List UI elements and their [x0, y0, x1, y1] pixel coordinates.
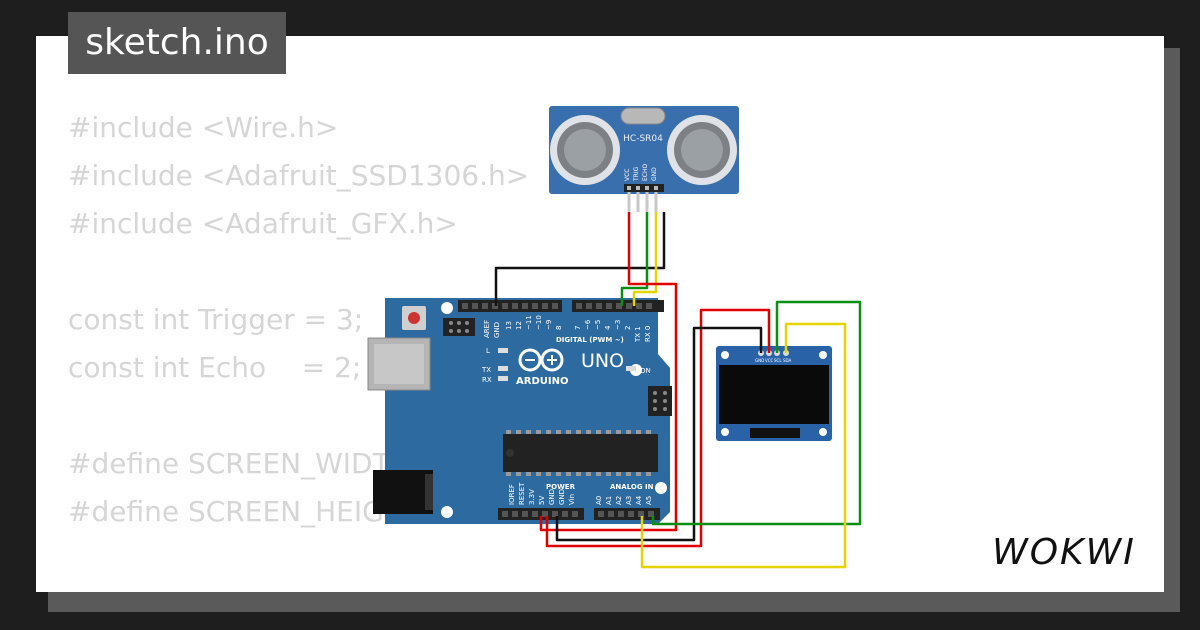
digital-pin-label: 7 [574, 326, 582, 330]
analog-pin-label: A2 [615, 496, 623, 505]
led-rx-label: RX [482, 376, 492, 384]
power-jack-icon [373, 470, 433, 514]
digital-pin-label: ~6 [584, 319, 592, 330]
digital-pin-label: RX 0 [644, 326, 652, 342]
wire-vcc-oled-top [699, 308, 771, 353]
sensor-pin-label: TRIG [633, 166, 640, 182]
gnd-label: GND [493, 322, 501, 338]
sensor-pin-label: ECHO [642, 164, 649, 181]
reset-button[interactable] [402, 306, 426, 330]
aref-label: AREF [483, 320, 491, 338]
transducer-right-icon [667, 115, 737, 185]
digital-pin-label: ~5 [594, 320, 602, 330]
power-pin-label: IOREF [508, 484, 516, 505]
ultrasonic-sensor[interactable]: HC-SR04 VCC TRIG ECHO GND [549, 106, 739, 194]
wire-scl-oled [651, 300, 862, 526]
code-line: #include <Wire.h> [68, 111, 339, 144]
sensor-pin-legs [627, 192, 658, 212]
file-tab[interactable]: sketch.ino [68, 12, 286, 74]
board-model-label: UNO [581, 350, 624, 372]
code-line: const int Echo = 2; [68, 351, 362, 384]
analog-pin-label: A4 [635, 495, 643, 505]
digital-pin-label: 13 [505, 321, 513, 330]
icsp-header [443, 318, 475, 336]
wires [494, 212, 862, 569]
wire-trig-sensor [620, 212, 649, 306]
power-pin-label: 5V [538, 496, 546, 505]
power-pin-label: 3.3V [528, 489, 536, 505]
code-line: #include <Adafruit_SSD1306.h> [68, 159, 530, 192]
icsp2-header [648, 386, 672, 416]
digital-pin-label: ~10 [535, 315, 543, 330]
arduino-uno-board[interactable]: AREF GND 13 12 ~11 ~10 ~9 8 7 ~6 ~5 4 ~3… [367, 298, 672, 524]
sensor-pin-label: GND [651, 167, 658, 181]
power-section-label: POWER [546, 483, 576, 491]
oled-pin-label: VCC [765, 358, 774, 363]
analog-pin-label: A0 [595, 496, 603, 505]
oled-pin-label: SDA [783, 358, 792, 363]
code-line: Adafruit_SSD1306 display = Adafruit_SSD1… [68, 584, 1012, 592]
sensor-model-label: HC-SR04 [623, 134, 663, 144]
wire-echo-sensor [632, 212, 658, 306]
analog-pin-label: A5 [645, 496, 653, 505]
wire-vcc-sensor [539, 212, 678, 532]
digital-pin-label: 12 [515, 321, 523, 330]
board-brand-label: ARDUINO [516, 376, 568, 387]
digital-pin-label: ~11 [525, 315, 533, 330]
oled-pin-label: SCL [774, 358, 782, 363]
wokwi-logo: WOKWI [992, 532, 1136, 573]
wire-gnd-sensor [494, 212, 666, 306]
transducer-left-icon [550, 115, 620, 185]
wire-gnd-oled [555, 326, 763, 542]
digital-section-label: DIGITAL (PWM ~) [556, 336, 624, 344]
digital-pin-label: 2 [624, 326, 632, 330]
digital-pin-label: ~9 [545, 320, 553, 330]
oled-pin-label: GND [755, 358, 764, 363]
power-analog-header [498, 508, 660, 520]
digital-pin-label: 8 [555, 326, 563, 330]
wokwi-logo-text: WOKWI [992, 532, 1136, 573]
power-pin-label: GND [558, 489, 566, 505]
digital-pin-label: TX 1 [634, 326, 642, 343]
code-line: #include <Adafruit_GFX.h> [68, 207, 458, 240]
digital-header [458, 300, 664, 312]
wire-sda-oled [640, 322, 847, 569]
led-tx-label: TX [481, 366, 491, 374]
analog-section-label: ANALOG IN [610, 483, 654, 491]
usb-port-icon [367, 337, 431, 391]
microcontroller-chip [503, 430, 658, 476]
arduino-logo-icon [518, 348, 564, 372]
analog-pin-label: A1 [605, 496, 613, 505]
oled-display[interactable]: GND VCC SCL SDA [716, 346, 832, 441]
digital-pin-label: 4 [604, 325, 612, 330]
analog-pin-label: A3 [625, 496, 633, 505]
digital-pin-label: ~3 [614, 320, 622, 330]
sensor-pin-label: VCC [624, 169, 631, 181]
led-l-label: L [486, 347, 490, 355]
on-label: ON [640, 367, 651, 375]
power-pin-label: RESET [518, 482, 526, 505]
power-pin-label: GND [548, 489, 556, 505]
power-pin-label: Vin [568, 494, 576, 505]
wire-vcc-oled [545, 350, 703, 548]
code-line: const int Trigger = 3; [68, 303, 364, 336]
